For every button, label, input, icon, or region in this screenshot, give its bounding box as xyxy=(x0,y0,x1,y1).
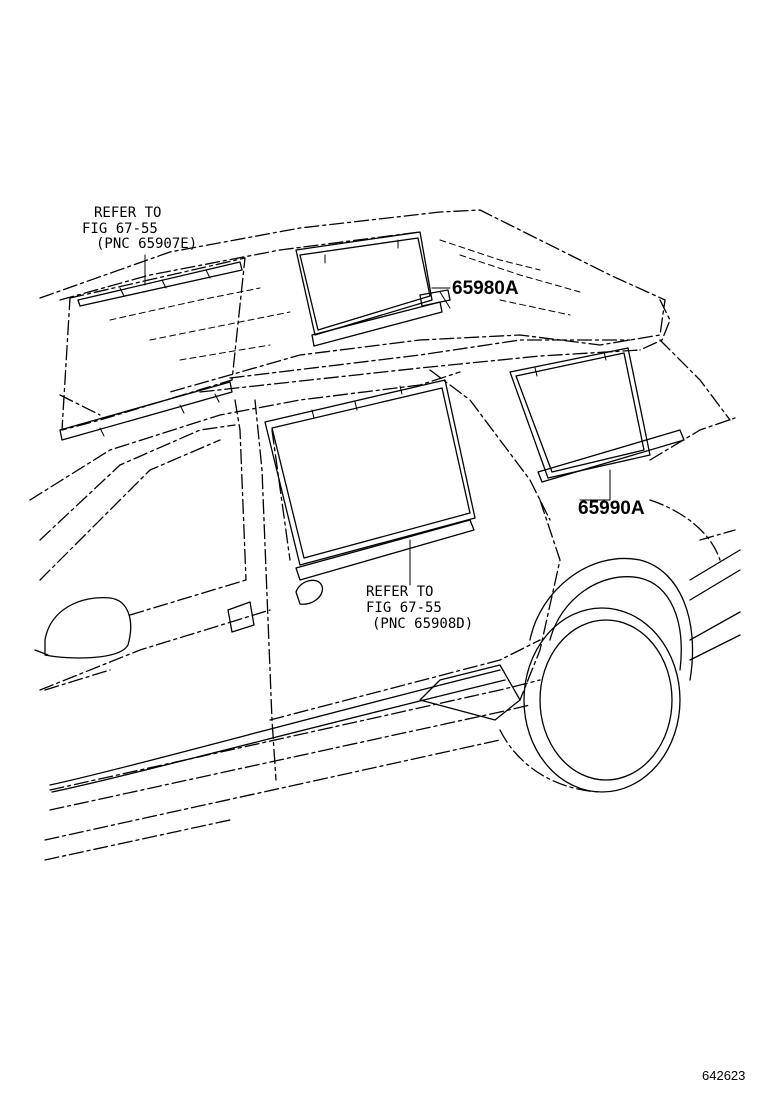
vehicle-body xyxy=(29,369,561,781)
reference-line-1: REFER TO xyxy=(366,584,433,600)
reference-line-1: REFER TO xyxy=(94,205,161,221)
illustration-number: 642623 xyxy=(702,1068,745,1083)
reference-line-3: (PNC 65907E) xyxy=(96,236,197,252)
rear-end xyxy=(649,339,741,661)
front-light xyxy=(34,596,132,659)
part-number-65990A[interactable]: 65990A xyxy=(578,498,645,519)
roof-outline xyxy=(39,209,671,393)
reference-line-2: FIG 67-55 xyxy=(82,221,158,237)
door-handle xyxy=(227,579,324,633)
reference-line-2: FIG 67-55 xyxy=(366,600,442,616)
upper-quarter-window xyxy=(295,231,451,347)
sliding-door-window xyxy=(264,379,476,581)
part-number-65980A[interactable]: 65980A xyxy=(452,278,519,299)
rear-wheel xyxy=(499,557,694,793)
reference-line-3: (PNC 65908D) xyxy=(372,616,473,632)
reference-note-lower: REFER TO FIG 67-55 (PNC 65908D) xyxy=(366,584,473,632)
rear-left-window xyxy=(59,257,246,441)
reference-note-upper: REFER TO FIG 67-55 (PNC 65907E) xyxy=(82,205,197,252)
rear-quarter-window xyxy=(509,347,685,483)
side-sill xyxy=(44,664,541,861)
leader-lines xyxy=(144,254,611,586)
